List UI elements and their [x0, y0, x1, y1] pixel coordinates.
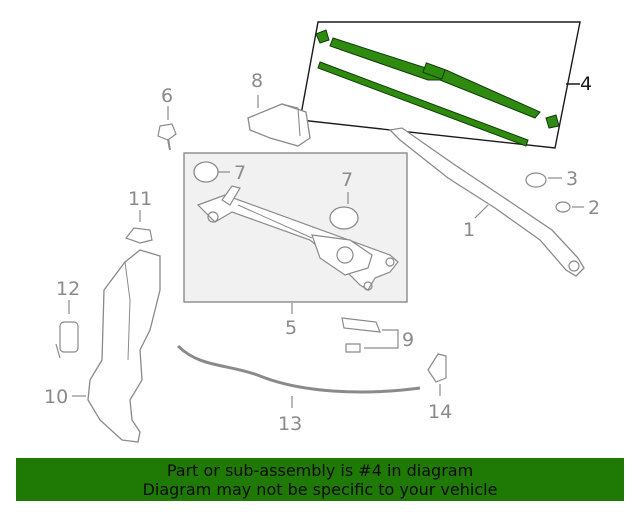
banner-line-1: Part or sub-assembly is #4 in diagram [166, 461, 474, 480]
footer-banner: Part or sub-assembly is #4 in diagram Di… [16, 458, 624, 501]
part-8-wiper-motor[interactable] [247, 95, 311, 147]
callout-10: 10 [44, 386, 68, 408]
callout-6: 6 [161, 85, 173, 107]
banner-line-2: Diagram may not be specific to your vehi… [142, 480, 498, 499]
part-1-wiper-arm[interactable] [388, 127, 585, 277]
callout-11: 11 [128, 188, 152, 210]
callout-5: 5 [285, 317, 297, 339]
part-6-bolt[interactable] [157, 106, 177, 151]
callout-1: 1 [463, 219, 475, 241]
callout-14: 14 [428, 401, 452, 423]
callout-4: 4 [580, 73, 592, 95]
part-11-tank-cap[interactable] [125, 210, 153, 244]
callout-12: 12 [56, 278, 80, 300]
callout-8: 8 [251, 70, 263, 92]
part-12-washer-pump[interactable] [55, 300, 79, 359]
callout-9: 9 [402, 329, 414, 351]
part-14-clip[interactable] [427, 353, 447, 396]
part-3-cap[interactable] [525, 172, 562, 188]
part-5-wiper-linkage[interactable] [183, 152, 408, 314]
callout-3: 3 [566, 168, 578, 190]
callout-7a: 7 [234, 162, 246, 184]
part-13-washer-hose[interactable] [176, 344, 421, 408]
part-9-brackets[interactable] [341, 317, 399, 353]
callout-7b: 7 [341, 169, 353, 191]
callout-13: 13 [278, 413, 302, 435]
part-4-wiper-blade[interactable] [299, 21, 581, 149]
part-10-washer-tank[interactable] [72, 249, 161, 443]
callout-2: 2 [588, 197, 600, 219]
part-2-nut[interactable] [555, 201, 584, 213]
